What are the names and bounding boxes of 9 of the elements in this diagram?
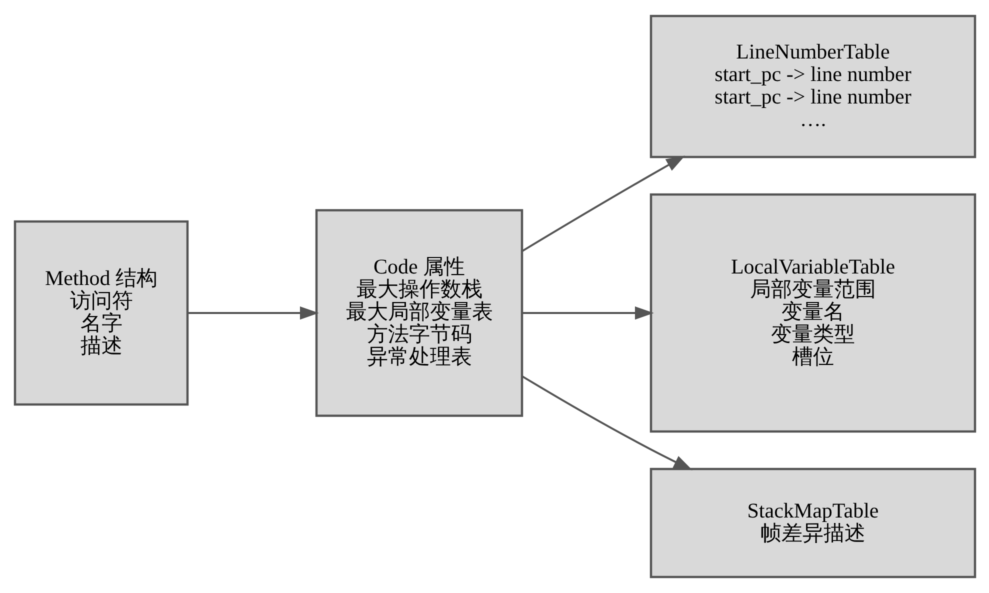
- arrow: [522, 306, 654, 320]
- node-box: LineNumberTable start_pc -> line number start_pc -> line number ….: [649, 14, 976, 158]
- arrow: [187, 306, 318, 320]
- node-box: StackMapTable 帧差异描述: [649, 468, 976, 578]
- arrow: [521, 156, 685, 252]
- node-box: LocalVariableTable 局部变量范围 变量名 变量类型 槽位: [649, 193, 976, 433]
- arrow: [521, 375, 692, 470]
- node-box: Method 结构 访问符 名字 描述: [13, 220, 188, 406]
- node-box: Code 属性 最大操作数栈 最大局部变量表 方法字节码 异常处理表: [314, 209, 523, 417]
